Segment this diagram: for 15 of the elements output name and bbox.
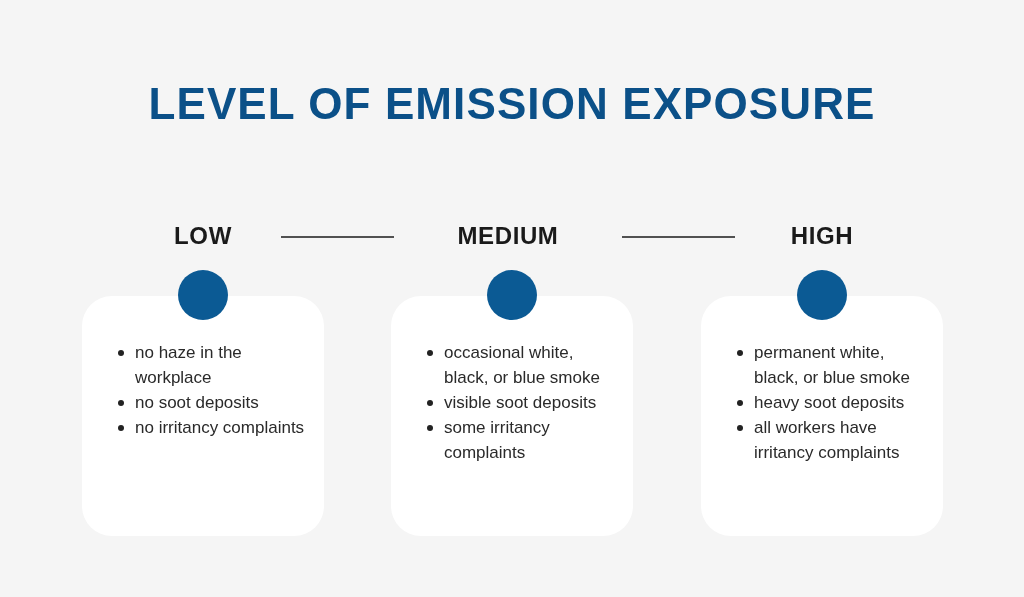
list-item-text: visible soot deposits xyxy=(444,392,597,414)
level-heading: MEDIUM xyxy=(394,218,622,254)
list-item-text: no soot deposits xyxy=(135,392,259,414)
title: LEVEL OF EMISSION EXPOSURE xyxy=(147,78,877,130)
level-heading: LOW xyxy=(125,218,281,254)
card xyxy=(391,296,633,536)
connector-line xyxy=(280,236,395,238)
list-item-text: no irritancy complaints xyxy=(135,417,305,439)
list-item-text: heavy soot deposits xyxy=(754,392,905,414)
level-heading: HIGH xyxy=(735,218,909,254)
connector-line xyxy=(621,236,736,238)
card xyxy=(82,296,324,536)
list-item-text: some irritancy complaints xyxy=(444,417,551,464)
card xyxy=(701,296,943,536)
list-item-text: all workers have irritancy complaints xyxy=(754,417,901,464)
